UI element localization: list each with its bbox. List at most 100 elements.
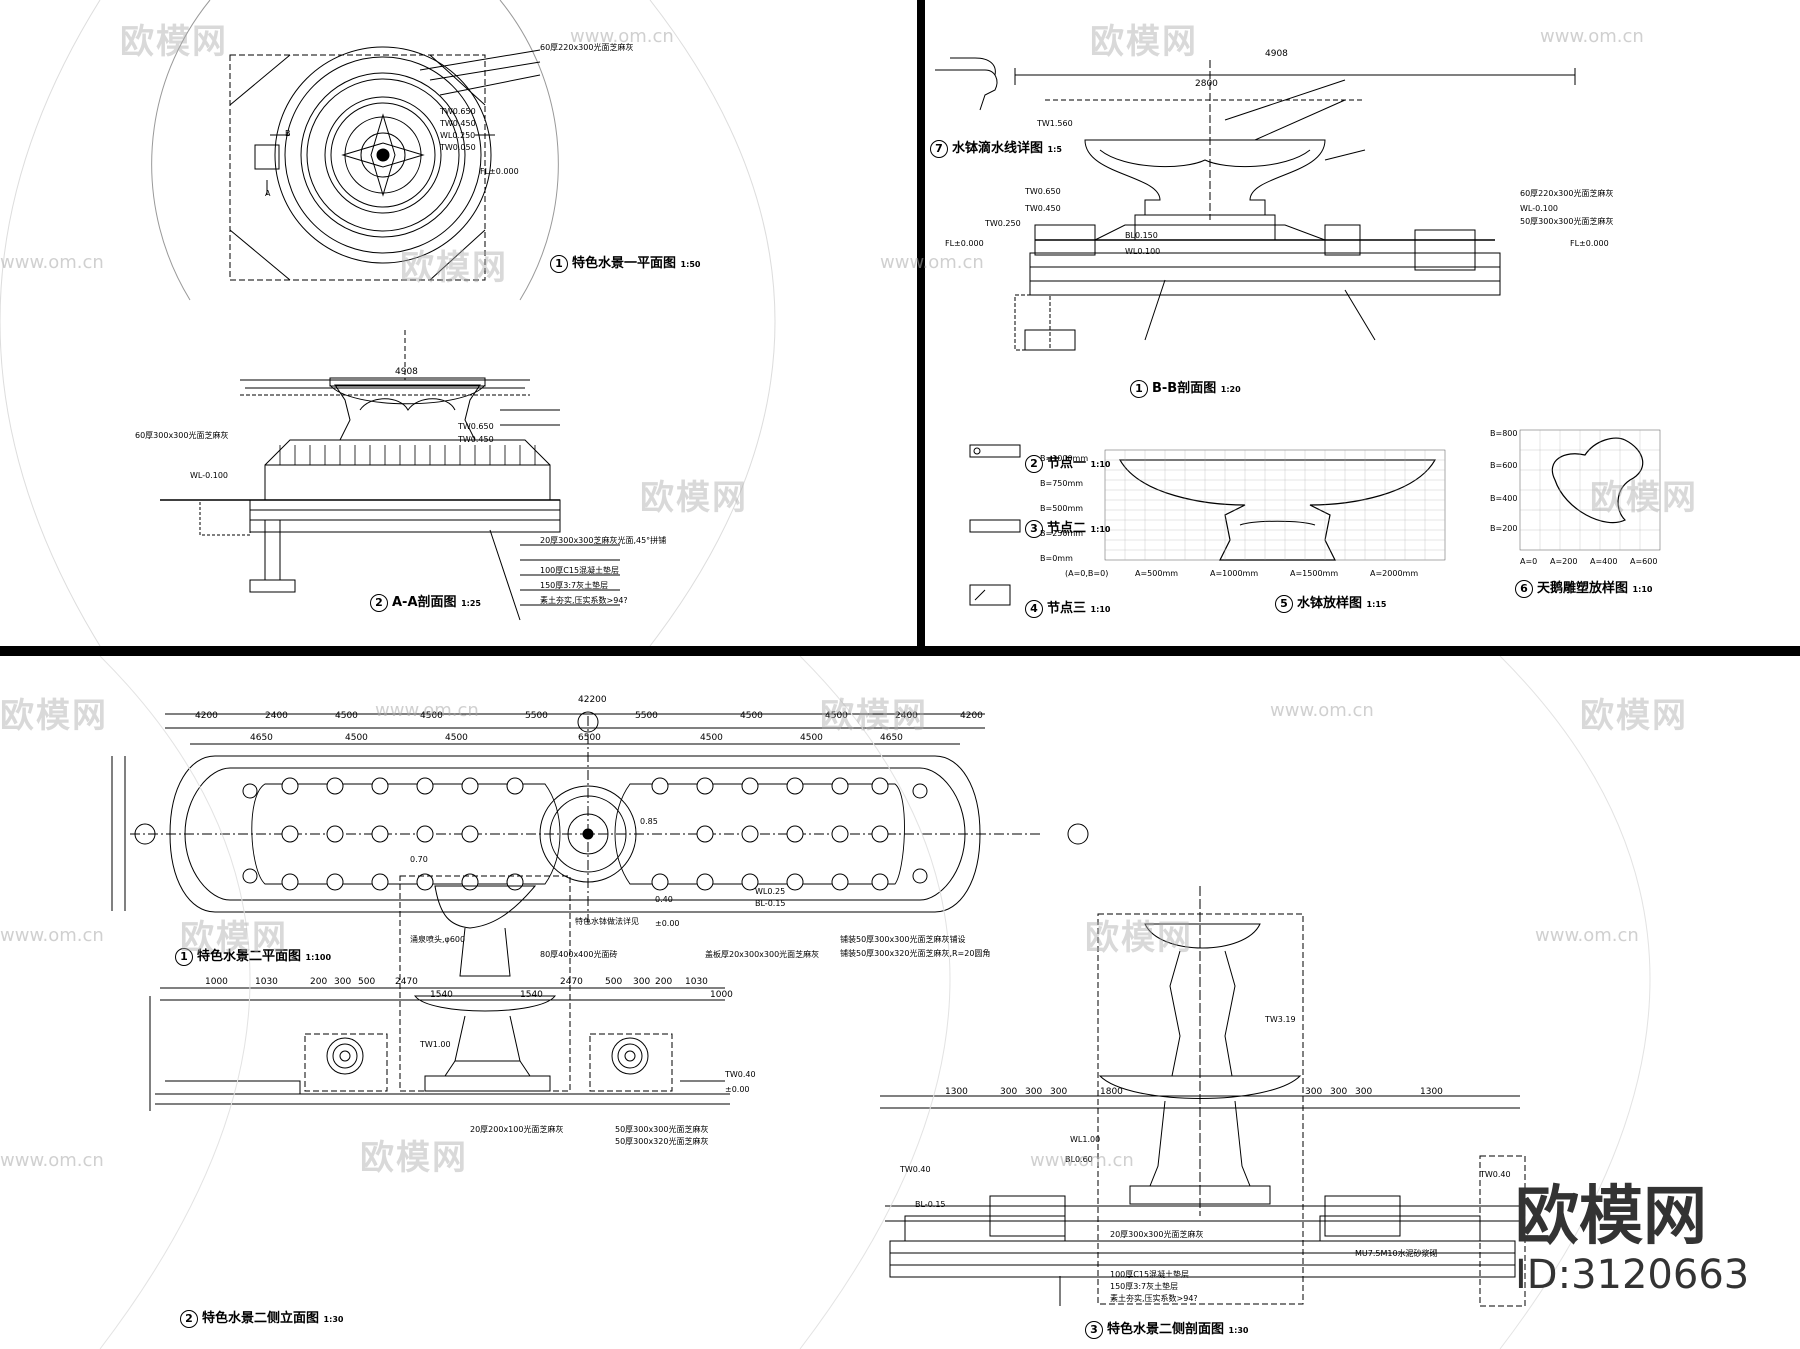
elev-title-text: 特色水景二侧立面图 [202, 1311, 320, 1326]
sect-tw-top: TW3.19 [1265, 1015, 1296, 1024]
plan2-title-scale: 1:100 [305, 953, 332, 962]
sect-dim-3: 300 [1050, 1087, 1068, 1097]
plan-note-tile: 80厚400x400光面砖 [540, 950, 618, 959]
elev-dim-5: 2470 [395, 977, 418, 987]
section-note-3: 100厚C15混凝土垫层 [540, 566, 620, 575]
panel-fountain-one: 60厚220x300光面芝麻灰 TW0.650 TW0.450 WL0.250 … [0, 0, 917, 646]
bowl-title-text: 水钵放样图 [1297, 596, 1363, 611]
elev-note-1: 20厚200x100光面芝麻灰 [470, 1125, 564, 1134]
grid-b-3: B=250mm [1040, 529, 1084, 538]
plan-elev-2: 0.85 [640, 817, 658, 826]
swan-a-2: A=400 [1590, 557, 1618, 566]
plan2-title-text: 特色水景二平面图 [197, 949, 302, 964]
plan-title-text: 特色水景一平面图 [572, 256, 677, 271]
elev-dim-0: 1000 [205, 977, 228, 987]
elev-dim-12: 1030 [685, 977, 708, 987]
elev-dim-3: 300 [334, 977, 352, 987]
bb-inner: 2800 [1195, 79, 1218, 89]
plan-dim-mid-3: 6500 [578, 733, 601, 743]
section-wl: WL-0.100 [190, 471, 229, 480]
plan-title-num: 1 [550, 255, 568, 273]
brand-id: ID:3120663 [1515, 1252, 1750, 1298]
plan-jets [242, 777, 928, 891]
brand-name: 欧模网 [1515, 1180, 1707, 1254]
sect-note-3: 150厚3:7灰土垫层 [1110, 1282, 1179, 1291]
elev-dim-6: 1540 [430, 990, 453, 1000]
section-title-num: 2 [370, 594, 388, 612]
plan-wl: WL0.25 [755, 887, 786, 896]
watermark-url: www.om.cn [0, 252, 104, 273]
node3-num: 4 [1025, 600, 1043, 618]
sect-dim-5: 300 [1305, 1087, 1323, 1097]
plan-dim-top-6: 4500 [740, 711, 763, 721]
plan-note-pave2: 铺装50厚300x320光面芝麻灰,R=20圆角 [840, 949, 991, 958]
panel1-drawing [0, 0, 776, 646]
watermark-logo: 欧模网 [1580, 696, 1688, 736]
sect-dim-8: 1300 [1420, 1087, 1443, 1097]
elev-tw2: TW0.40 [725, 1070, 756, 1079]
plan-dim-mid-4: 4500 [700, 733, 723, 743]
plan-fl: FL±0.000 [480, 167, 519, 176]
watermark-url: www.om.cn [1270, 700, 1374, 721]
drip-title-text: 水钵滴水线详图 [952, 141, 1044, 156]
elev-dim-13: 1000 [710, 990, 733, 1000]
plan-dim-top-9: 4200 [960, 711, 983, 721]
elev-dim-8: 2470 [560, 977, 583, 987]
sect-dim-2: 300 [1025, 1087, 1043, 1097]
elev-dim-2: 200 [310, 977, 328, 987]
swan-grid-lines [1520, 430, 1660, 550]
plan-dim-top-8: 2400 [895, 711, 918, 721]
section-title-scale: 1:25 [461, 599, 481, 608]
bb-fl-left: FL±0.000 [945, 239, 984, 248]
plan-dim-mid-6: 4650 [880, 733, 903, 743]
sect-dim-0: 1300 [945, 1087, 968, 1097]
bowl-grid-lines [1105, 450, 1445, 560]
section-width: 4908 [395, 367, 418, 377]
plan-dim-mid-2: 4500 [445, 733, 468, 743]
bb-title-num: 1 [1130, 380, 1148, 398]
bb-note-1: 50厚300x300光面芝麻灰 [1520, 217, 1614, 226]
plan-dim-top-7: 4500 [825, 711, 848, 721]
plan-dim-mid-0: 4650 [250, 733, 273, 743]
panel3-drawing [99, 656, 1651, 1349]
sect-title-num: 3 [1085, 1321, 1103, 1339]
bb-width: 4908 [1265, 49, 1288, 59]
section-note-2: 20厚300x300芝麻灰光面,45°拼铺 [540, 536, 667, 545]
plan-elev-4: ±0.00 [655, 919, 680, 928]
sect-tw-left: TW0.40 [900, 1165, 931, 1174]
watermark-url: www.om.cn [375, 700, 479, 721]
bb-title-scale: 1:20 [1220, 385, 1241, 394]
watermark-logo: 欧模网 [0, 696, 108, 736]
bb-wl-right: WL-0.100 [1520, 204, 1559, 213]
bowl-title-num: 5 [1275, 595, 1293, 613]
plan-dim-total: 42200 [578, 695, 607, 705]
plan-outer-circle [274, 46, 492, 264]
watermark-url: www.om.cn [0, 1150, 104, 1171]
sect-note-2: 100厚C15混凝土垫层 [1110, 1270, 1190, 1279]
grid-b-2: B=500mm [1040, 504, 1084, 513]
swan-b-0: B=800 [1490, 429, 1518, 438]
grid-a-0: (A=0,B=0) [1065, 569, 1109, 578]
panel-fountain-two: 4200 2400 4500 4500 5500 5500 4500 4500 … [0, 656, 1800, 1349]
section-basin [264, 464, 551, 501]
grid-b-1: B=750mm [1040, 479, 1084, 488]
elev-title-scale: 1:30 [323, 1315, 344, 1324]
watermark-logo: 欧模网 [1085, 918, 1193, 958]
plan-tw-3: TW0.050 [440, 143, 476, 152]
sect-wl: WL1.00 [1070, 1135, 1101, 1144]
grid-a-4: A=2000mm [1370, 569, 1419, 578]
elev-note-2: 50厚300x300光面芝麻灰 [615, 1125, 709, 1134]
elev-note-3: 50厚300x320光面芝麻灰 [615, 1137, 709, 1146]
elev-dim-7: 1540 [520, 990, 543, 1000]
plan-dim-top-3: 4500 [420, 711, 443, 721]
panel2-drawing [935, 57, 1661, 606]
plan-elev-1: 0.70 [410, 855, 428, 864]
sect-dim-4: 1800 [1100, 1087, 1123, 1097]
section-note-5: 素土夯实,压实系数>94? [540, 596, 628, 605]
